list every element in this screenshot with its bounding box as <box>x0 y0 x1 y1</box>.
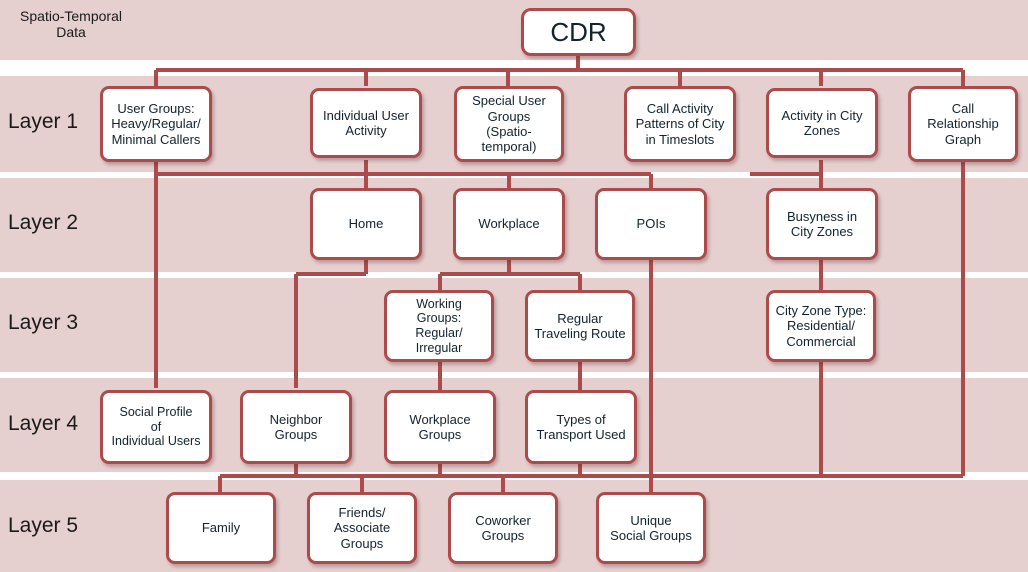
node-friends-associate[interactable]: Friends/ Associate Groups <box>307 492 417 564</box>
node-social-profile[interactable]: Social Profile of Individual Users <box>100 390 212 464</box>
node-call-activity-patterns[interactable]: Call Activity Patterns of City in Timesl… <box>624 86 736 162</box>
node-activity-in-city-zones[interactable]: Activity in City Zones <box>766 88 878 158</box>
node-coworker-groups[interactable]: Coworker Groups <box>448 492 558 564</box>
node-home[interactable]: Home <box>310 188 422 260</box>
node-workplace[interactable]: Workplace <box>453 188 565 260</box>
node-neighbor-groups[interactable]: Neighbor Groups <box>240 390 352 464</box>
band-spatio-temporal <box>0 0 1028 60</box>
node-city-zone-type[interactable]: City Zone Type: Residential/ Commercial <box>766 290 876 362</box>
band-label-layer-2: Layer 2 <box>8 211 79 234</box>
band-label-spatio-temporal: Spatio-Temporal Data <box>20 8 122 41</box>
node-unique-social-groups[interactable]: Unique Social Groups <box>596 492 706 564</box>
node-busyness-in-city-zones[interactable]: Busyness in City Zones <box>766 188 878 260</box>
band-label-layer-1: Layer 1 <box>8 110 79 133</box>
node-individual-user-activity[interactable]: Individual User Activity <box>310 88 422 158</box>
band-label-layer-4: Layer 4 <box>8 412 79 435</box>
node-call-relationship-graph[interactable]: Call Relationship Graph <box>908 86 1018 162</box>
node-regular-traveling-route[interactable]: Regular Traveling Route <box>525 290 635 362</box>
node-cdr[interactable]: CDR <box>521 8 636 56</box>
node-working-groups[interactable]: Working Groups: Regular/ Irregular <box>384 290 494 362</box>
node-types-of-transport[interactable]: Types of Transport Used <box>525 390 637 464</box>
band-label-layer-5: Layer 5 <box>8 514 79 537</box>
node-workplace-groups[interactable]: Workplace Groups <box>384 390 496 464</box>
node-family[interactable]: Family <box>166 492 276 564</box>
node-special-user-groups[interactable]: Special User Groups (Spatio- temporal) <box>454 86 564 162</box>
band-label-layer-3: Layer 3 <box>8 311 79 334</box>
node-pois[interactable]: POIs <box>595 188 707 260</box>
node-user-groups[interactable]: User Groups: Heavy/Regular/ Minimal Call… <box>100 86 212 162</box>
